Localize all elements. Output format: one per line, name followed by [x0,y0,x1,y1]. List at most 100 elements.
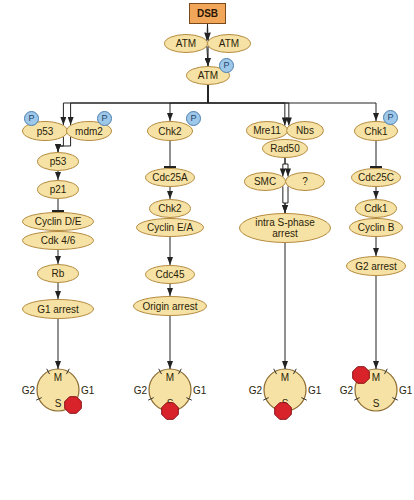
protein-ellipse: Cyclin B [349,218,403,237]
marker-outline [384,111,398,125]
ellipse-outline [23,232,94,250]
protein-ellipse: ATM [164,34,208,53]
protein-ellipse: Cdc45 [145,265,195,284]
phase-label: M [54,372,62,383]
activation-arrow [285,158,288,176]
activation-arrow [170,237,171,265]
protein-ellipse: ATM [207,34,251,53]
inhibition-arrow [58,199,59,212]
ellipse-outline [240,214,331,243]
protein-label: Origin arrest [138,301,201,312]
activation-arrow [376,187,377,199]
protein-label: p53 [33,126,58,137]
phase-label: G2 [249,385,262,396]
protein-label: intra S-phase arrest [239,217,331,239]
activation-arrow [208,85,285,125]
phospho-label: P [190,114,196,123]
protein-label: Mre11 [249,125,285,136]
activation-arrow [285,243,286,369]
activation-arrow [170,316,171,369]
activation-arrow [207,46,208,66]
protein-label: Rad50 [266,143,303,154]
ellipse-outline [146,169,195,187]
phospho-marker: P [97,111,112,126]
cycle-outline [264,369,306,411]
damage-label: DSB [197,8,218,19]
ellipse-outline [286,173,325,191]
protein-label: ATM [215,38,243,49]
ellipse-outline [38,153,79,171]
protein-ellipse: Cdk1 [355,199,397,218]
cycle-outline [355,369,397,411]
protein-ellipse: Cdc25A [145,168,195,187]
protein-label: G2 arrest [351,261,401,272]
phase-tick [66,369,69,374]
protein-label: ? [298,176,312,187]
protein-ellipse: Chk2 [147,121,193,141]
activation-arrow [206,24,208,41]
phospho-label: P [223,61,229,70]
phase-label: M [166,372,174,383]
ellipse-outline [208,35,251,53]
phase-label: G2 [22,385,35,396]
phase-label: G1 [308,385,321,396]
protein-ellipse: Cdk 4/6 [22,231,94,250]
protein-label: Chk2 [154,126,185,137]
ellipse-outline [23,213,94,231]
protein-label: ATM [172,38,200,49]
phospho-label: P [101,114,107,123]
activation-arrow [207,24,209,41]
protein-label: Nbs [292,125,318,136]
phase-tick [178,369,181,374]
ellipse-outline [67,122,112,141]
activation-arrow [58,250,59,264]
activation-arrow [376,237,377,256]
protein-ellipse: ? [285,172,325,191]
activation-arrow [208,85,376,121]
phase-tick [274,369,277,374]
protein-ellipse: Cyclin D/E [22,212,94,231]
cell-cycle-circle: MG2G1S [245,360,325,420]
phase-label: G1 [193,385,206,396]
phase-label: G1 [81,385,94,396]
protein-ellipse: Origin arrest [133,296,207,316]
activation-arrow [208,46,209,66]
ellipse-outline [352,169,401,187]
protein-ellipse: Cyclin E/A [136,218,204,237]
activation-arrow [170,284,171,296]
box-outline [190,4,226,24]
ellipse-outline [165,35,208,53]
protein-ellipse: G2 arrest [346,256,406,276]
activation-arrow [208,85,289,125]
phase-label: S [55,398,62,409]
inhibition-arrow [376,141,377,168]
phase-label: G1 [399,385,412,396]
phospho-marker: P [383,110,398,125]
cell-cycle-circle: MG2G1S [130,360,210,420]
phospho-marker: P [186,111,201,126]
protein-ellipse: intra S-phase arrest [239,213,331,243]
marker-outline [98,112,112,126]
ellipse-outline [247,122,288,140]
ellipse-outline [245,173,286,191]
phase-tick [186,398,191,401]
phase-tick [263,398,268,401]
activation-arrow [283,158,285,176]
phospho-label: P [387,113,393,122]
inhibition-arrow [170,141,171,168]
protein-ellipse: G1 arrest [22,299,94,319]
protein-label: Cyclin B [354,222,399,233]
phase-tick [301,398,306,401]
activation-arrow [58,171,59,180]
activation-arrow [376,276,377,369]
protein-ellipse: Chk2 [149,199,191,218]
phase-tick [159,369,162,374]
phase-tick [384,369,387,374]
protein-label: Cdk 4/6 [37,235,79,246]
ellipse-outline [287,122,324,140]
protein-label: Cyclin D/E [31,216,86,227]
protein-label: G1 arrest [33,304,83,315]
ellipse-outline [134,297,207,316]
phase-tick [36,398,41,401]
activation-arrow [58,319,59,369]
